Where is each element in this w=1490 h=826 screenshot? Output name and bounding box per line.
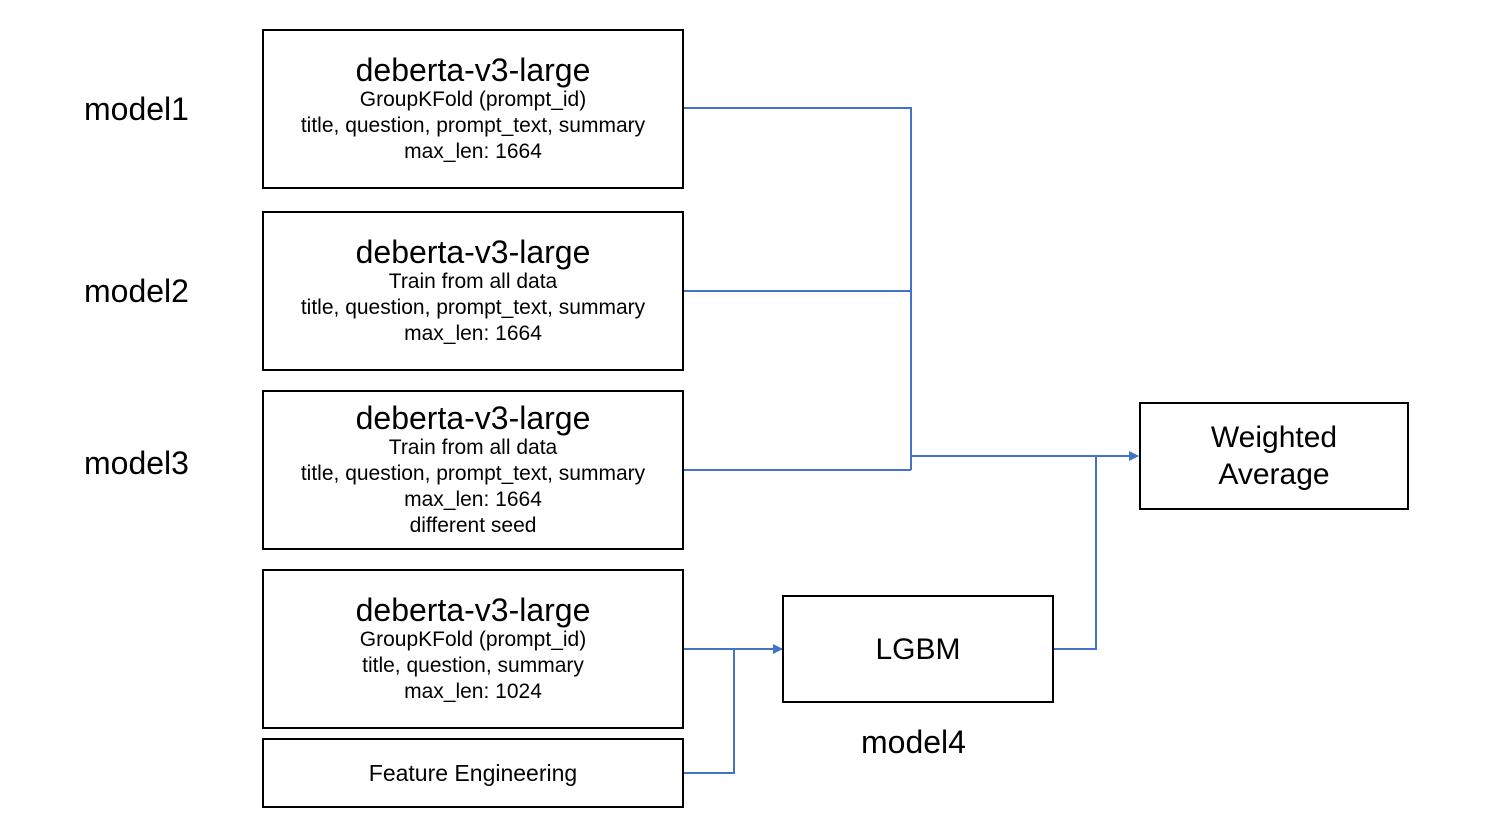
- weighted-average-line1: Weighted: [1210, 421, 1338, 454]
- feature-engineering-box: Feature Engineering: [262, 738, 684, 808]
- model4-deberta-box: deberta-v3-large GroupKFold (prompt_id) …: [262, 569, 684, 729]
- feature-engineering-label: Feature Engineering: [368, 760, 578, 786]
- connector-model1: [683, 107, 912, 470]
- model1-line-inputs: title, question, prompt_text, summary: [300, 114, 646, 137]
- model4-deberta-line-maxlen: max_len: 1024: [404, 680, 542, 703]
- model2-label: model2: [84, 273, 189, 309]
- connector-feature-engineering: [683, 649, 735, 774]
- model4-deberta-title: deberta-v3-large: [355, 592, 591, 628]
- model1-line-cv: GroupKFold (prompt_id): [359, 88, 587, 111]
- model2-box: deberta-v3-large Train from all data tit…: [262, 211, 684, 371]
- model2-line-training: Train from all data: [388, 270, 558, 293]
- model2-title: deberta-v3-large: [355, 234, 591, 270]
- weighted-average-box: Weighted Average: [1139, 402, 1409, 510]
- model2-line-maxlen: max_len: 1664: [404, 322, 542, 345]
- connector-lgbm-to-merge: [1053, 456, 1097, 650]
- model3-title: deberta-v3-large: [355, 400, 591, 436]
- weighted-average-line2: Average: [1218, 458, 1330, 491]
- model3-label: model3: [84, 445, 189, 481]
- model2-line-inputs: title, question, prompt_text, summary: [300, 296, 646, 319]
- model3-line-inputs: title, question, prompt_text, summary: [300, 462, 646, 485]
- model3-box: deberta-v3-large Train from all data tit…: [262, 390, 684, 550]
- model4-deberta-line-inputs: title, question, summary: [362, 654, 584, 677]
- model1-line-maxlen: max_len: 1664: [404, 140, 542, 163]
- model3-line-maxlen: max_len: 1664: [404, 488, 542, 511]
- model4-deberta-line-cv: GroupKFold (prompt_id): [359, 628, 587, 651]
- lgbm-box: LGBM: [782, 595, 1054, 703]
- model1-box: deberta-v3-large GroupKFold (prompt_id) …: [262, 29, 684, 189]
- model3-line-seed: different seed: [409, 514, 537, 537]
- model4-label: model4: [861, 724, 966, 760]
- model3-line-training: Train from all data: [388, 436, 558, 459]
- model1-label: model1: [84, 91, 189, 127]
- model1-title: deberta-v3-large: [355, 52, 591, 88]
- lgbm-label: LGBM: [875, 632, 961, 666]
